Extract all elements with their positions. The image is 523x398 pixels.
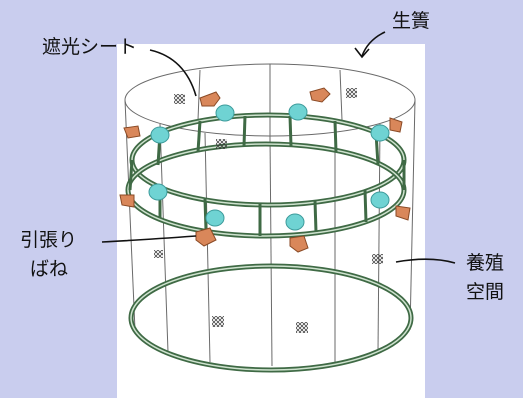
spring-icon xyxy=(199,91,221,107)
spring-icon xyxy=(195,227,217,247)
net-patches xyxy=(154,88,383,333)
net-patch-icon xyxy=(296,322,308,333)
spring-icon xyxy=(119,194,135,208)
spring-icon xyxy=(289,235,309,253)
spring-icon xyxy=(395,205,411,221)
spring-icon xyxy=(123,125,141,139)
spring-icon xyxy=(309,87,331,103)
label-shade-sheet: 遮光シート xyxy=(42,36,138,58)
net-patch-icon xyxy=(174,94,185,104)
label-cage: 生簀 xyxy=(392,10,431,32)
leader-space xyxy=(395,258,456,264)
net-patch-icon xyxy=(346,88,357,98)
net-patch-icon xyxy=(372,254,383,264)
label-space-line2: 空間 xyxy=(466,281,505,303)
leader-shade xyxy=(149,49,197,97)
arrow-icon xyxy=(354,31,386,59)
label-spring-line1: 引張り xyxy=(20,229,78,251)
net-patch-icon xyxy=(216,139,227,149)
float-icon xyxy=(370,124,390,142)
bottom-ring xyxy=(128,263,414,373)
float-icon xyxy=(150,126,170,144)
label-spring-line2: ばね xyxy=(30,258,69,280)
float-icon xyxy=(205,209,225,227)
float-icon xyxy=(148,183,168,201)
leader-lines xyxy=(101,49,456,264)
float-icon xyxy=(288,103,308,121)
spring-icon xyxy=(389,117,403,133)
floats xyxy=(148,103,390,231)
float-icon xyxy=(285,213,305,231)
springs xyxy=(119,87,411,253)
label-space-line1: 養殖 xyxy=(466,252,505,274)
float-icon xyxy=(215,104,235,122)
leader-spring xyxy=(101,235,197,243)
net-patch-icon xyxy=(212,316,224,327)
net-patch-icon xyxy=(154,250,163,258)
net-cylinder xyxy=(124,63,416,367)
float-icon xyxy=(370,191,390,209)
